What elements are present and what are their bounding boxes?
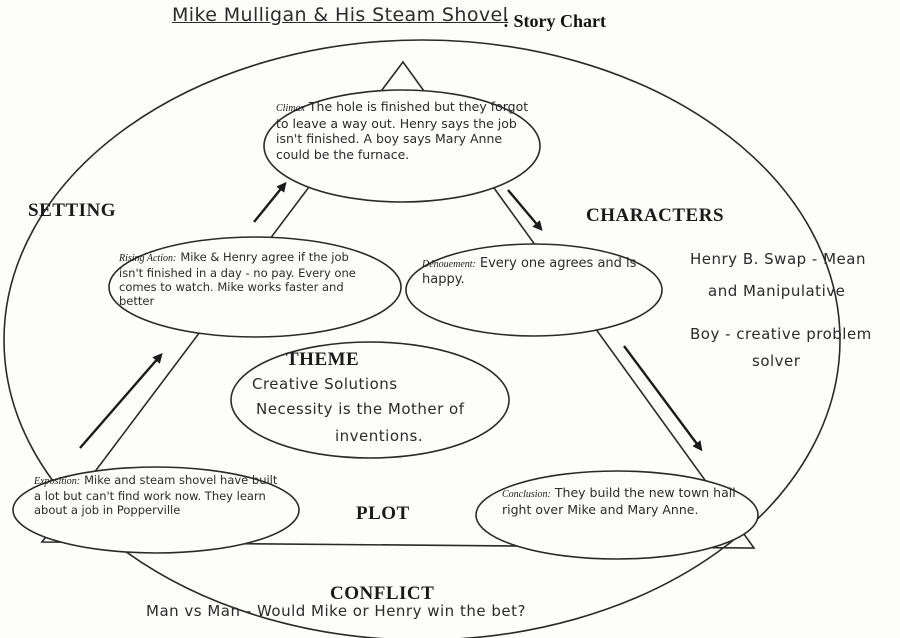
characters-line-4: solver	[752, 352, 801, 370]
conflict-heading: CONFLICT	[330, 583, 435, 604]
conclusion-text: They build the new town hall right over …	[502, 485, 736, 517]
theme-line-1: Creative Solutions	[252, 375, 398, 393]
setting-heading: SETTING	[28, 200, 116, 221]
plot-heading: PLOT	[356, 503, 410, 524]
denouement-text: Every one agrees and is happy.	[422, 256, 637, 288]
conclusion-box: Conclusion:They build the new town hall …	[502, 485, 738, 517]
theme-line-3: inventions.	[335, 427, 424, 445]
rising-action-box: Rising Action:Mike & Henry agree if the …	[119, 250, 375, 309]
rising-action-oval	[108, 236, 402, 338]
characters-line-3: Boy - creative problem	[690, 325, 872, 343]
characters-line-2: and Manipulative	[708, 282, 846, 300]
arrow-rising-to-climax	[253, 181, 287, 223]
characters-line-1: Henry B. Swap - Mean	[690, 250, 866, 268]
rising-action-label: Rising Action:	[119, 253, 177, 264]
title-handwritten: Mike Mulligan & His Steam Shovel	[172, 4, 509, 26]
climax-label: Climax	[276, 103, 305, 114]
arrow-climax-to-denouement	[507, 189, 543, 232]
theme-heading: THEME	[286, 349, 360, 370]
climax-text: The hole is finished but they forgot to …	[276, 99, 529, 162]
conclusion-label: Conclusion:	[502, 489, 551, 500]
exposition-label: Exposition:	[34, 476, 81, 487]
arrow-denouement-to-conclusion	[623, 345, 703, 452]
denouement-box: Dénouement:Every one agrees and is happy…	[422, 256, 642, 289]
exposition-oval	[12, 466, 300, 554]
exposition-box: Exposition:Mike and steam shovel have bu…	[34, 473, 282, 517]
outer-ellipse	[3, 39, 841, 638]
exposition-text: Mike and steam shovel have built a lot b…	[34, 473, 278, 517]
conclusion-oval	[475, 470, 759, 560]
theme-oval	[230, 341, 510, 459]
rising-action-text: Mike & Henry agree if the job isn't fini…	[119, 250, 356, 309]
denouement-label: Dénouement:	[422, 259, 476, 270]
denouement-oval	[405, 243, 663, 337]
theme-line-2: Necessity is the Mother of	[256, 400, 465, 418]
conflict-text: Man vs Man - Would Mike or Henry win the…	[146, 602, 526, 620]
arrow-exposition-to-rising	[79, 352, 163, 449]
climax-oval	[263, 89, 541, 203]
characters-heading: CHARACTERS	[586, 205, 725, 226]
title-printed: : Story Chart	[503, 11, 606, 31]
